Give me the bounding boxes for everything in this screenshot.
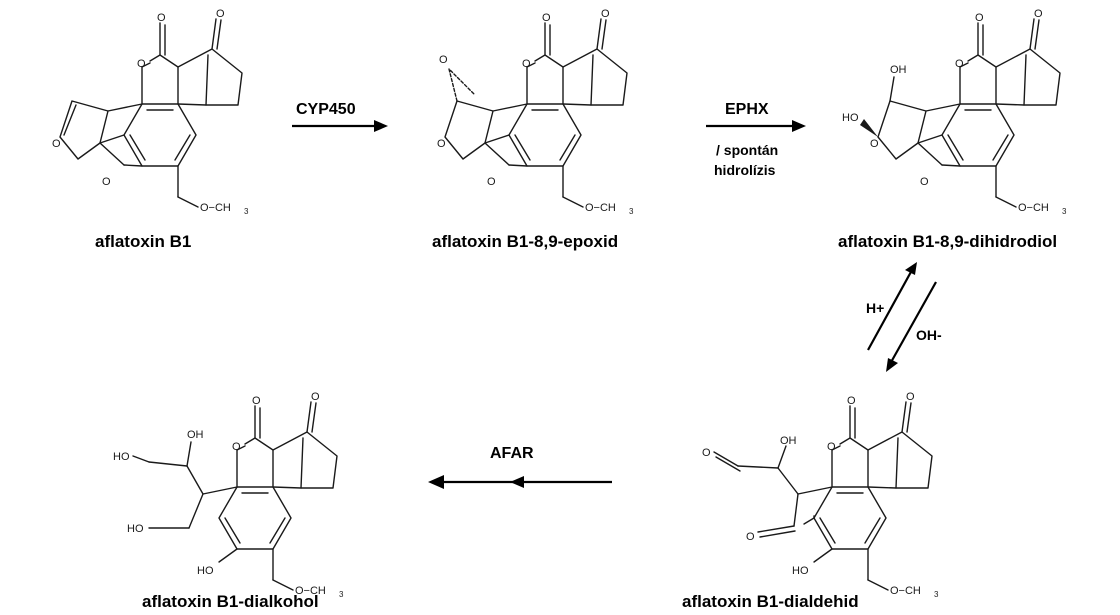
equilibrium-arrows [867, 262, 937, 372]
atom-label: O [216, 8, 225, 20]
atom-label: O [847, 395, 856, 407]
methoxy-label: O−CH [1018, 202, 1049, 214]
compound-dialcohol: O O O OH HO HO HO O−CH 3 [113, 391, 344, 599]
atom-label: O [955, 58, 964, 70]
reaction-label-cyp450: CYP450 [296, 101, 356, 118]
reaction-label-hydrolysis-2: hidrolízis [714, 162, 776, 178]
atom-label: O [311, 391, 320, 403]
atom-label: O [906, 391, 915, 403]
arrow-afar [428, 475, 612, 489]
methoxy-sub: 3 [629, 207, 634, 216]
atom-label: O [157, 12, 166, 24]
reaction-label-afar: AFAR [490, 445, 534, 462]
methoxy-sub: 3 [1062, 207, 1067, 216]
atom-label: O [870, 138, 879, 150]
compound-name-dialdehyde: aflatoxin B1-dialdehid [682, 592, 859, 611]
compound-name-dialcohol: aflatoxin B1-dialkohol [142, 592, 319, 611]
atom-label: O [920, 176, 929, 188]
atom-label: O [1034, 8, 1043, 20]
atom-label: O [137, 58, 146, 70]
atom-label: O [102, 176, 111, 188]
hydroxyl-label: OH [187, 429, 204, 441]
compound-dialdehyde: O O O O O OH HO O−CH 3 [702, 391, 939, 599]
methoxy-label: O−CH [295, 585, 326, 597]
atom-label: O [252, 395, 261, 407]
atom-label: O [746, 531, 755, 543]
atom-label: O [232, 441, 241, 453]
arrow-ephx [706, 120, 806, 132]
reaction-label-forward: H+ [866, 300, 884, 316]
reaction-label-ephx: EPHX [725, 101, 769, 118]
compound-epoxide: O O O O O O O−CH 3 [437, 8, 634, 216]
atom-label: O [975, 12, 984, 24]
compound-name-dihydrodiol: aflatoxin B1-8,9-dihidrodiol [838, 232, 1057, 251]
atom-label: O [702, 447, 711, 459]
atom-label: O [439, 54, 448, 66]
methoxy-sub: 3 [339, 590, 344, 599]
reaction-label-reverse: OH- [916, 327, 942, 343]
atom-label: O [437, 138, 446, 150]
atom-label: O [52, 138, 61, 150]
hydroxyl-label: OH [890, 64, 907, 76]
compound-name-epoxide: aflatoxin B1-8,9-epoxid [432, 232, 618, 251]
methoxy-label: O−CH [200, 202, 231, 214]
methoxy-sub: 3 [244, 207, 249, 216]
reaction-label-hydrolysis-1: / spontán [716, 142, 778, 158]
hydroxyl-label: HO [113, 451, 130, 463]
methoxy-sub: 3 [934, 590, 939, 599]
compound-aflatoxin-b1: O O O O O O−CH 3 [52, 8, 249, 216]
atom-label: O [522, 58, 531, 70]
compound-dihydrodiol: O O O O O OH HO O−CH 3 [842, 8, 1067, 216]
hydroxyl-label: HO [197, 565, 214, 577]
atom-label: O [827, 441, 836, 453]
hydroxyl-label: HO [127, 523, 144, 535]
methoxy-label: O−CH [585, 202, 616, 214]
atom-label: O [542, 12, 551, 24]
arrow-cyp450 [292, 120, 388, 132]
compound-name-b1: aflatoxin B1 [95, 232, 191, 251]
hydroxyl-label: HO [842, 112, 859, 124]
hydroxyl-label: OH [780, 435, 797, 447]
methoxy-label: O−CH [890, 585, 921, 597]
hydroxyl-label: HO [792, 565, 809, 577]
atom-label: O [601, 8, 610, 20]
atom-label: O [487, 176, 496, 188]
